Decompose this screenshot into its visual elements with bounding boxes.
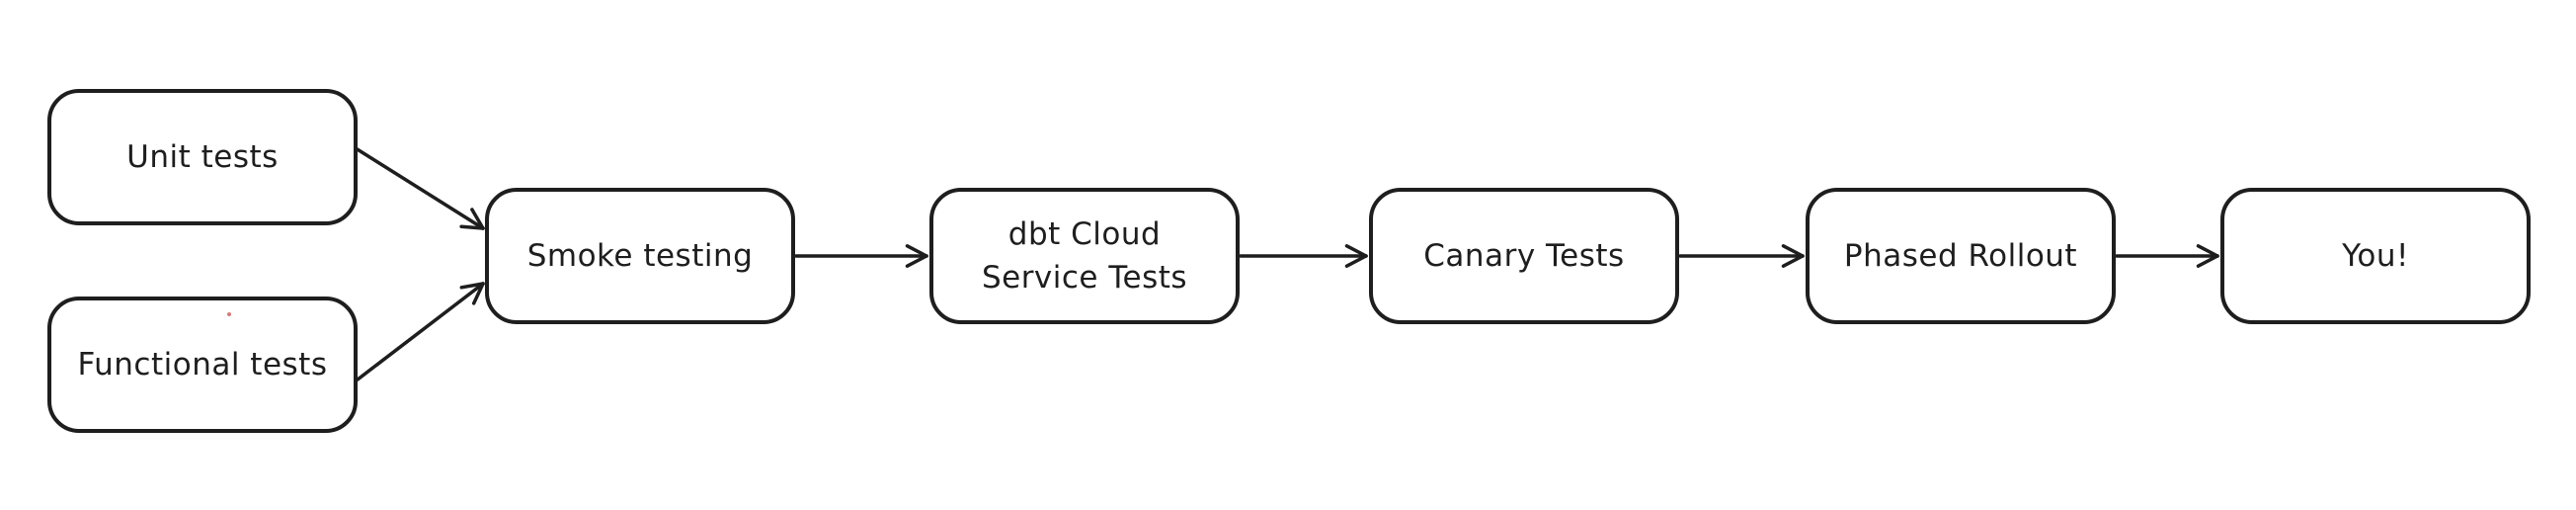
arrow-shaft <box>356 282 485 382</box>
arrow-unit-tests-to-smoke-testing <box>354 146 485 230</box>
node-phased-rollout: Phased Rollout <box>1806 188 2116 324</box>
arrowhead-icon <box>1781 244 1805 258</box>
node-label-line: Functional tests <box>77 347 327 382</box>
node-label-line: Canary Tests <box>1423 238 1624 274</box>
node-label-line: Phased Rollout <box>1844 238 2077 274</box>
node-unit-tests-label: Unit tests <box>126 139 279 175</box>
arrowhead-icon <box>1344 254 1368 268</box>
node-label-line: Service Tests <box>982 260 1187 296</box>
node-canary-tests-box <box>1369 188 1679 324</box>
arrow-shaft <box>354 146 485 230</box>
arrowhead-icon <box>2196 244 2219 258</box>
node-dbt-cloud-service-tests-box <box>929 188 1240 324</box>
arrowhead-icon <box>2196 254 2219 268</box>
arrow-functional-tests-to-smoke-testing <box>356 282 485 382</box>
arrowhead-icon <box>1344 244 1368 258</box>
arrow-canary-tests-to-phased-rollout <box>1678 244 1805 268</box>
arrowhead-icon <box>459 282 485 290</box>
node-label-line: Unit tests <box>126 139 279 175</box>
red-dot-artifact <box>227 312 231 316</box>
node-functional-tests-box <box>47 297 358 433</box>
node-phased-rollout-box <box>1806 188 2116 324</box>
node-phased-rollout-label: Phased Rollout <box>1844 238 2077 274</box>
node-functional-tests: Functional tests <box>47 297 358 433</box>
arrowhead-icon <box>459 224 485 230</box>
node-label-line: dbt Cloud <box>1008 216 1161 252</box>
arrowhead-icon <box>471 282 485 305</box>
node-unit-tests-box <box>47 89 358 225</box>
node-canary-tests: Canary Tests <box>1369 188 1679 324</box>
arrowhead-icon <box>905 244 928 258</box>
node-you: You! <box>2220 188 2531 324</box>
node-you-box <box>2220 188 2531 324</box>
node-you-label: You! <box>2341 238 2409 274</box>
arrow-smoke-testing-to-dbt-cloud <box>794 244 928 268</box>
node-label-line: You! <box>2341 238 2409 274</box>
arrowhead-icon <box>905 254 928 268</box>
arrowhead-icon <box>470 208 485 230</box>
arrow-dbt-cloud-to-canary-tests <box>1239 244 1368 268</box>
node-canary-tests-label: Canary Tests <box>1423 238 1624 274</box>
arrowhead-icon <box>1781 254 1805 268</box>
node-unit-tests: Unit tests <box>47 89 358 225</box>
arrow-phased-rollout-to-you <box>2115 244 2219 268</box>
node-smoke-testing-box <box>485 188 795 324</box>
node-label-line: Smoke testing <box>527 238 754 274</box>
node-smoke-testing-label: Smoke testing <box>527 238 754 274</box>
node-smoke-testing: Smoke testing <box>485 188 795 324</box>
node-functional-tests-label: Functional tests <box>77 347 327 382</box>
